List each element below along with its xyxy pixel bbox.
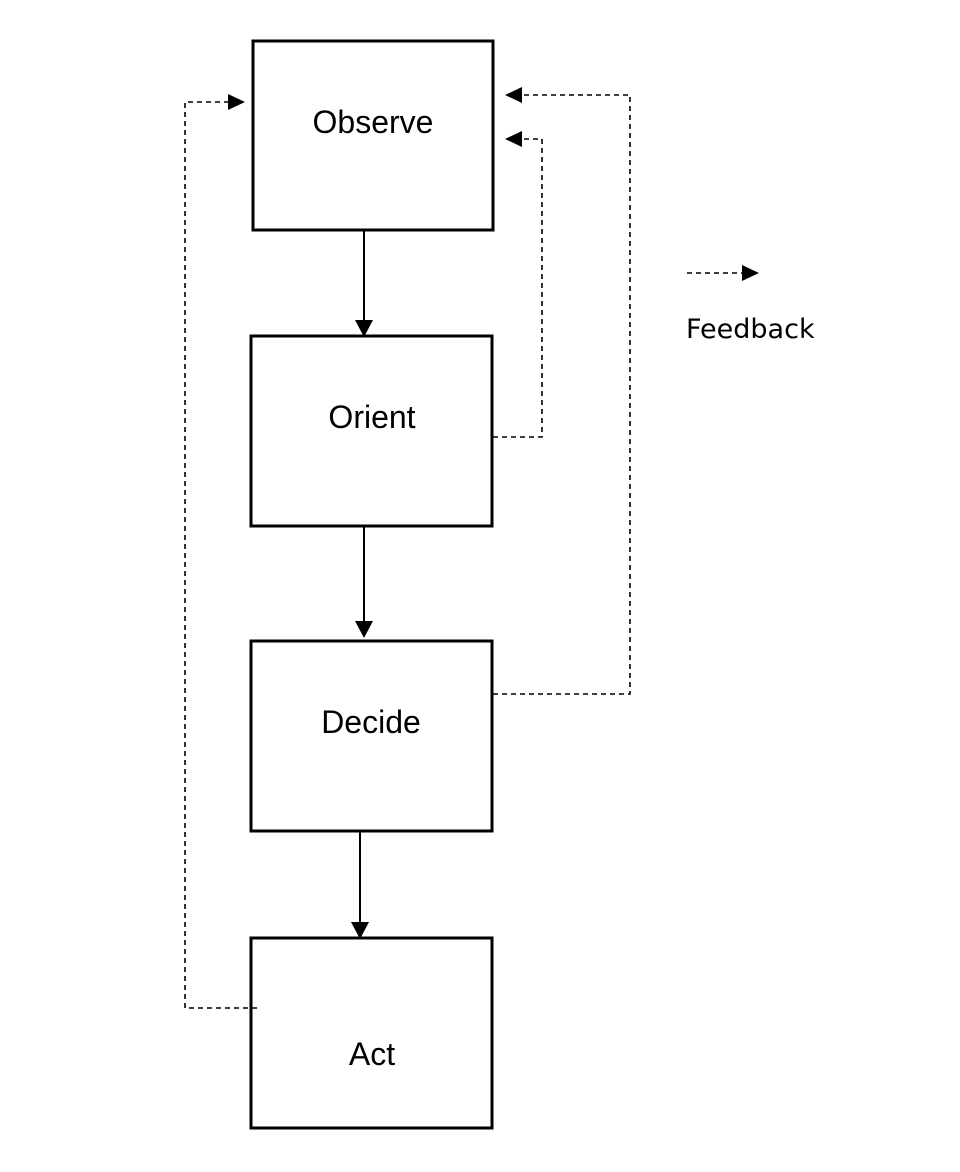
decide-label: Decide [321,704,421,740]
feedback-arrow-orient-to-observe [493,131,543,438]
flow-arrow-observe-to-orient [355,230,373,337]
observe-label: Observe [313,104,434,140]
orient-box: Orient [249,334,494,528]
legend-dashed-arrow-icon [687,265,759,281]
feedback-arrow-decide-to-observe [493,87,631,695]
act-label: Act [349,1036,395,1072]
act-box: Act [249,936,494,1130]
act-box-border [249,936,494,1130]
feedback-arrow-act-to-observe [184,94,257,1009]
decide-box: Decide [249,639,494,833]
legend-feedback-label: Feedback [686,314,815,345]
legend: Feedback [686,265,815,345]
orient-label: Orient [328,399,415,435]
observe-box-border [251,39,495,232]
flow-arrow-decide-to-act [351,831,369,939]
decide-box-border [249,639,494,833]
observe-box: Observe [251,39,495,232]
orient-box-border [249,334,494,528]
flow-arrow-orient-to-decide [355,526,373,638]
